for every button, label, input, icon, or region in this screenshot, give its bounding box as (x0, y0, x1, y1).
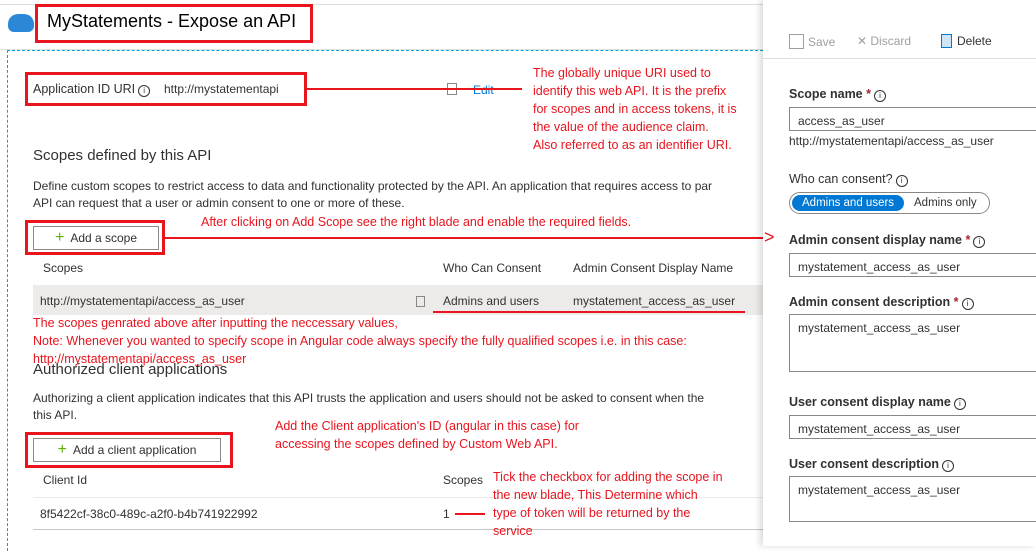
scope-name-input[interactable]: access_as_user (789, 107, 1036, 131)
user-display-input[interactable]: mystatement_access_as_user (789, 415, 1036, 439)
delete-button[interactable]: Delete (941, 34, 992, 48)
col-who-can-consent: Who Can Consent (443, 261, 542, 275)
annotation-add-scope: After clicking on Add Scope see the righ… (201, 215, 632, 229)
add-scope-button[interactable]: +Add a scope (33, 226, 159, 250)
admin-desc-textarea[interactable]: mystatement_access_as_user (789, 314, 1036, 372)
consent-cell: Admins and users (443, 294, 540, 308)
admin-display-input[interactable]: mystatement_access_as_user (789, 253, 1036, 277)
admin-display-label: Admin consent display name *i (789, 233, 986, 248)
app-id-highlight (25, 72, 307, 106)
scope-cell: http://mystatementapi/access_as_user (40, 294, 245, 308)
add-scope-highlight (25, 220, 165, 255)
col-scopes: Scopes (43, 261, 84, 275)
info-icon: i (138, 85, 151, 97)
who-can-consent-label: Who can consent?i (789, 172, 908, 187)
title-highlight (35, 4, 313, 43)
scope-full-uri: http://mystatementapi/access_as_user (789, 134, 994, 148)
col-client-scopes: Scopes (443, 473, 484, 487)
clients-description: Authorizing a client application indicat… (33, 391, 705, 422)
scopes-heading: Scopes defined by this API (33, 147, 212, 164)
scopes-description: Define custom scopes to restrict access … (33, 179, 713, 210)
add-client-highlight (25, 432, 233, 468)
trash-icon (941, 34, 952, 48)
arrow-line (165, 237, 770, 239)
clients-heading: Authorized client applications (33, 361, 228, 378)
top-divider (0, 4, 770, 5)
plus-icon: + (57, 441, 67, 458)
col-admin-display: Admin Consent Display Name (573, 261, 734, 275)
info-icon: i (874, 90, 886, 102)
client-id-cell[interactable]: 8f5422cf-38c0-489c-a2f0-b4b741922992 (40, 507, 258, 521)
plus-icon: + (54, 229, 65, 246)
annotation-client: Add the Client application's ID (angular… (275, 419, 579, 451)
close-icon: ✕ (857, 34, 871, 48)
info-icon: i (895, 175, 908, 187)
scope-name-label: Scope name *i (789, 87, 886, 102)
header-divider (0, 49, 770, 50)
save-icon (789, 34, 804, 49)
option-admins-only[interactable]: Admins only (914, 197, 977, 209)
user-desc-textarea[interactable]: mystatement_access_as_user (789, 476, 1036, 522)
edit-link[interactable]: Edit (473, 83, 494, 97)
save-button[interactable]: Save (789, 34, 835, 49)
discard-button[interactable]: ✕ Discard (857, 34, 912, 48)
content-focus-outline (7, 50, 768, 551)
display-cell: mystatement_access_as_user (573, 294, 736, 308)
info-icon: i (973, 236, 986, 248)
annotation-line (307, 88, 522, 90)
row-divider (33, 497, 763, 498)
info-icon: i (942, 460, 955, 472)
info-icon: i (961, 298, 974, 310)
col-client-id: Client Id (43, 473, 88, 487)
toolbar-divider (763, 58, 1036, 59)
row-divider (33, 529, 763, 530)
info-icon: i (953, 398, 966, 410)
admin-desc-label: Admin consent description *i (789, 295, 974, 310)
add-client-button[interactable]: +Add a client application (33, 438, 221, 462)
cloud-gear-icon (8, 14, 34, 32)
copy-icon[interactable] (416, 296, 425, 307)
annotation-underline (433, 311, 745, 313)
arrow-head-icon: > (764, 227, 775, 247)
annotation-line (455, 513, 485, 515)
annotation-scopes: The scopes genrated above after inputtin… (33, 316, 687, 366)
annotation-tick: Tick the checkbox for adding the scope i… (493, 470, 723, 538)
app-id-value: http://mystatementapi (164, 82, 279, 96)
table-row[interactable] (33, 285, 763, 315)
option-admins-and-users[interactable]: Admins and users (792, 195, 905, 211)
consent-toggle[interactable]: Admins and users Admins only (789, 192, 990, 214)
client-scopes-cell: 1 (443, 507, 450, 521)
page-title: MyStatements - Expose an API (47, 11, 297, 31)
